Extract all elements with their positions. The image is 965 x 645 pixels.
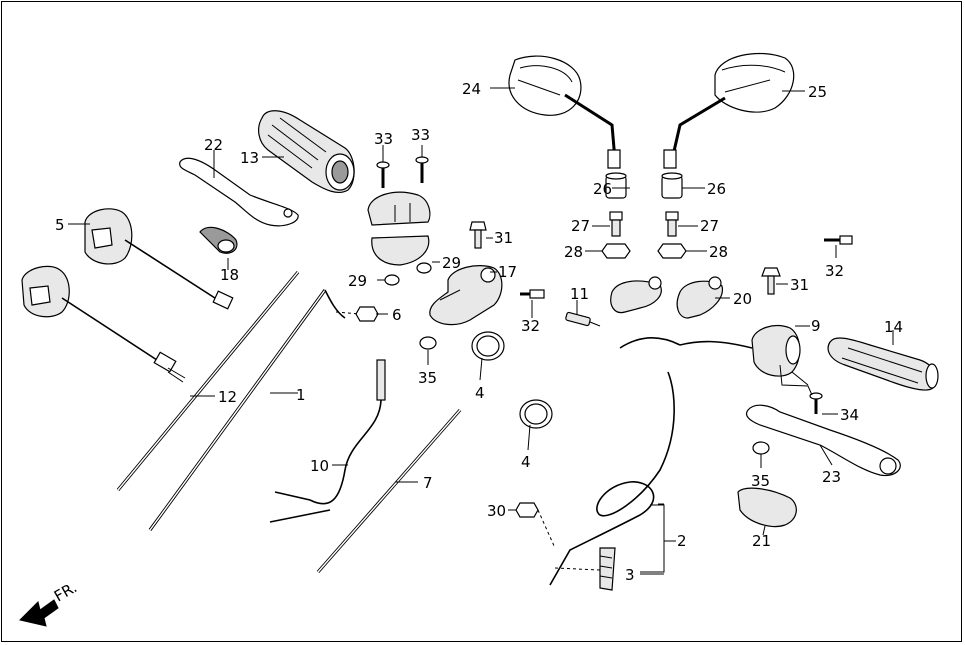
right-switch-housing xyxy=(619,325,801,377)
callout: 24 xyxy=(462,80,481,98)
callout: 26 xyxy=(593,180,612,198)
callout: 32 xyxy=(521,317,540,335)
cable-clamp-upper xyxy=(471,331,505,361)
clutch-lever xyxy=(179,157,299,227)
callout: 32 xyxy=(825,262,844,280)
screw-33-right xyxy=(415,156,429,183)
callout: 13 xyxy=(240,149,259,167)
cable-1 xyxy=(148,289,346,531)
callout: 31 xyxy=(790,276,809,294)
callout: 10 xyxy=(310,457,329,475)
bolt-31-left xyxy=(469,221,487,249)
callout: 27 xyxy=(700,217,719,235)
cable-clamp-lower xyxy=(519,399,553,429)
callout: 31 xyxy=(494,229,513,247)
bolt-31-right xyxy=(761,267,781,295)
callout: 5 xyxy=(55,216,65,234)
stop-switch xyxy=(565,311,601,327)
callout: 7 xyxy=(423,474,433,492)
nut-6 xyxy=(355,306,379,322)
callout: 25 xyxy=(808,83,827,101)
left-switch-housing xyxy=(84,208,234,310)
callout: 17 xyxy=(498,263,517,281)
callout: 29 xyxy=(348,272,367,290)
mirror-nut-right xyxy=(657,243,687,259)
callout: 1 xyxy=(296,386,306,404)
mirror-bolt-left xyxy=(609,211,623,237)
callout: 22 xyxy=(204,136,223,154)
nut-29-b xyxy=(416,262,432,274)
callout: 34 xyxy=(840,406,859,424)
callout: 28 xyxy=(709,243,728,261)
callout: 20 xyxy=(733,290,752,308)
callout: 33 xyxy=(374,130,393,148)
screw-33-left xyxy=(376,161,390,188)
lever-bracket xyxy=(429,265,503,326)
callout: 18 xyxy=(220,266,239,284)
left-switch-lower xyxy=(21,265,186,383)
callout: 29 xyxy=(442,254,461,272)
callout: 9 xyxy=(811,317,821,335)
mirror-adapter-left xyxy=(605,172,627,199)
callout: 28 xyxy=(564,243,583,261)
cable-7 xyxy=(316,408,462,574)
front-direction-label: FR. xyxy=(51,578,80,605)
screw-34 xyxy=(809,392,823,414)
callout: 6 xyxy=(392,306,402,324)
callout: 4 xyxy=(521,453,531,471)
wire-harness-10 xyxy=(269,359,386,523)
callout: 11 xyxy=(570,285,589,303)
nut-35-left xyxy=(419,336,437,350)
lever-cover xyxy=(737,487,797,528)
mirror-left xyxy=(508,55,621,169)
callout: 2 xyxy=(677,532,687,550)
callout: 3 xyxy=(625,566,635,584)
callout: 26 xyxy=(707,180,726,198)
brake-lever xyxy=(745,404,901,477)
callout: 4 xyxy=(475,384,485,402)
callout: 30 xyxy=(487,502,506,520)
callout: 23 xyxy=(822,468,841,486)
cable-2 xyxy=(549,371,675,591)
throttle-housing xyxy=(367,191,431,266)
throttle-grip xyxy=(258,110,355,194)
bolt-32-left xyxy=(520,289,545,299)
nut-29-a xyxy=(384,274,400,286)
callout: 12 xyxy=(218,388,237,406)
guide-lines xyxy=(335,311,813,571)
bolt-32-right xyxy=(824,235,853,245)
cable-12 xyxy=(116,270,300,492)
leader-lines xyxy=(68,87,894,575)
nut-35-right xyxy=(752,441,770,455)
callout: 35 xyxy=(418,369,437,387)
callout: 27 xyxy=(571,217,590,235)
lever-holder xyxy=(610,276,724,319)
mirror-right xyxy=(663,52,795,169)
callout: 35 xyxy=(751,472,770,490)
cable-boot xyxy=(199,226,238,254)
callout-labels: 1 2 3 4 4 5 6 7 9 10 11 12 13 14 17 18 2… xyxy=(55,80,903,584)
mirror-bolt-right xyxy=(665,211,679,237)
callout: 33 xyxy=(411,126,430,144)
mirror-adapter-right xyxy=(661,172,683,199)
front-direction-arrow: FR. xyxy=(19,578,80,627)
nut-30 xyxy=(515,502,539,518)
callout: 21 xyxy=(752,532,771,550)
mirror-nut-left xyxy=(601,243,631,259)
right-grip xyxy=(827,337,939,391)
callout: 14 xyxy=(884,318,903,336)
